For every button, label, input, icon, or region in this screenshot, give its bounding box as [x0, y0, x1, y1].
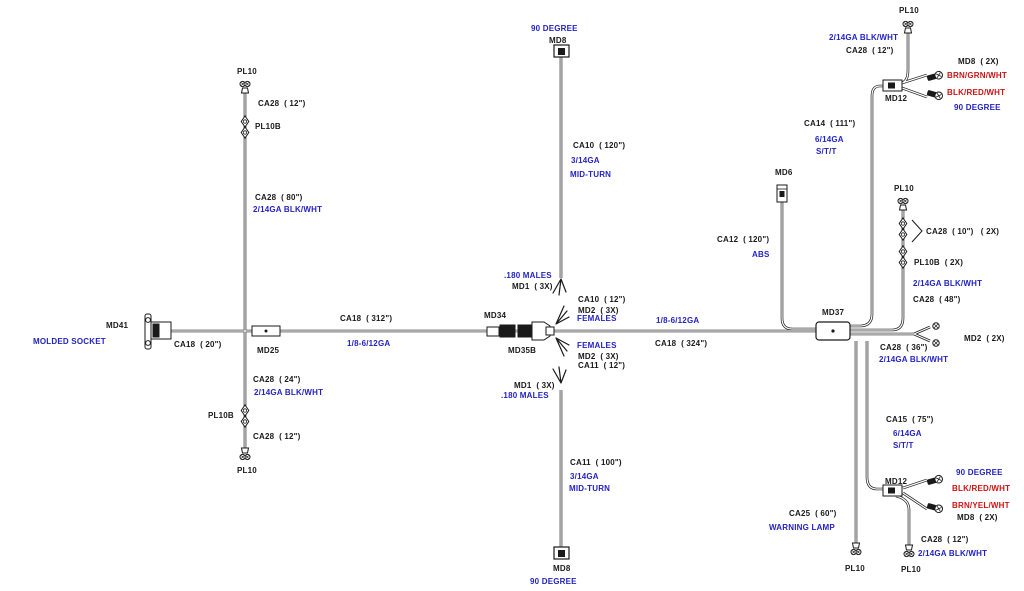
label-ca28-36: CA28 ( 36") [880, 343, 928, 352]
label-ca15-len: CA15 ( 75") [886, 415, 934, 424]
label-fem-b: FEMALES [577, 341, 617, 350]
label-ca28-80: CA28 ( 80") [255, 193, 303, 202]
md34-md35b-connector-icon [486, 321, 555, 341]
label-ca18-324: CA18 ( 324") [655, 339, 708, 348]
label-ca28-10-2x: CA28 ( 10") ( 2X) [926, 227, 1000, 236]
md8-top-plug-icon [553, 44, 570, 58]
md37-junction-icon [815, 321, 851, 341]
label-md12-br: MD12 [885, 477, 908, 486]
grouping-bracket [911, 219, 923, 243]
label-deg-br: 90 DEGREE [956, 468, 1003, 477]
label-pl10-bl: PL10 [237, 466, 257, 475]
label-ca10-12: CA10 ( 12") [578, 295, 626, 304]
label-md8-b: MD8 [553, 564, 571, 573]
label-ca10-ga: 3/14GA [571, 156, 600, 165]
label-ga-tl: 2/14GA BLK/WHT [253, 205, 323, 214]
label-pl10b-tl: PL10B [255, 122, 281, 131]
label-md12-tr: MD12 [885, 94, 908, 103]
label-pl10-tr: PL10 [899, 6, 919, 15]
label-ca15-ga: 6/14GA [893, 429, 922, 438]
ring-terminal-icon [932, 322, 940, 347]
label-blk-red-tr: BLK/RED/WHT [947, 88, 1006, 97]
label-ca28-bl12: CA28 ( 12") [253, 432, 301, 441]
label-ga-r48: 2/14GA BLK/WHT [913, 279, 983, 288]
label-ca28-tr: CA28 ( 12") [846, 46, 894, 55]
label-ca14-stt: S/T/T [816, 147, 837, 156]
label-molded-socket: MOLDED SOCKET [33, 337, 106, 346]
fork-breakout-icon [552, 278, 570, 384]
md12-top-connector-icon [882, 79, 903, 92]
label-ca11-12: CA11 ( 12") [578, 361, 626, 370]
label-ca18-20: CA18 ( 20") [174, 340, 222, 349]
label-ca28-br12: CA28 ( 12") [921, 535, 969, 544]
label-ca28-24: CA28 ( 24") [253, 375, 301, 384]
label-blk-red-br: BLK/RED/WHT [952, 484, 1011, 493]
label-deg-top: 90 DEGREE [531, 24, 578, 33]
label-ca11-use: MID-TURN [569, 484, 611, 493]
label-ga-36: 2/14GA BLK/WHT [879, 355, 949, 364]
label-md8-2x-br: MD8 ( 2X) [957, 513, 998, 522]
label-ca10-len: CA10 ( 120") [573, 141, 626, 150]
md25-connector-icon [251, 325, 281, 337]
label-md37: MD37 [822, 308, 845, 317]
md8-bottom-plug-icon [553, 546, 570, 560]
label-ca25-len: CA25 ( 60") [789, 509, 837, 518]
label-md2-2x: MD2 ( 2X) [964, 334, 1005, 343]
md12-bottom-connector-icon [882, 484, 903, 497]
md6-plug-icon [776, 184, 788, 203]
label-md41: MD41 [106, 321, 129, 330]
label-ca15-stt: S/T/T [893, 441, 914, 450]
label-md1-t: MD1 ( 3X) [512, 282, 553, 291]
label-ca18-312: CA18 ( 312") [340, 314, 393, 323]
label-md8-2x-tr: MD8 ( 2X) [958, 57, 999, 66]
label-abs: ABS [752, 250, 770, 259]
label-brn-yel: BRN/YEL/WHT [952, 501, 1010, 510]
label-males-b: .180 MALES [501, 391, 549, 400]
label-deg-b: 90 DEGREE [530, 577, 577, 586]
label-ca10-use: MID-TURN [570, 170, 612, 179]
label-pl10-br1: PL10 [845, 564, 865, 573]
label-fem-t: FEMALES [577, 314, 617, 323]
label-ga-312: 1/8-6/12GA [347, 339, 391, 348]
label-ca14-len: CA14 ( 111") [804, 119, 856, 128]
label-ga-br: 2/14GA BLK/WHT [918, 549, 988, 558]
label-ca11-ga: 3/14GA [570, 472, 599, 481]
label-pl10-tl: PL10 [237, 67, 257, 76]
label-md34: MD34 [484, 311, 507, 320]
md41-molded-socket-icon [144, 313, 172, 350]
label-md35b: MD35B [508, 346, 537, 355]
label-ga-bl: 2/14GA BLK/WHT [254, 388, 324, 397]
label-ca28-tl12: CA28 ( 12") [258, 99, 306, 108]
label-brn-grn: BRN/GRN/WHT [947, 71, 1007, 80]
label-pl10b-2x: PL10B ( 2X) [914, 258, 964, 267]
label-males-t: .180 MALES [504, 271, 552, 280]
label-ca14-ga: 6/14GA [815, 135, 844, 144]
label-md8-top: MD8 [549, 36, 567, 45]
label-md6: MD6 [775, 168, 793, 177]
label-md2-t: MD2 ( 3X) [578, 306, 619, 315]
label-md2-b: MD2 ( 3X) [578, 352, 619, 361]
label-md25: MD25 [257, 346, 280, 355]
label-deg-tr: 90 DEGREE [954, 103, 1001, 112]
label-ca28-48: CA28 ( 48") [913, 295, 961, 304]
label-md1-b: MD1 ( 3X) [514, 381, 555, 390]
label-ga-tr: 2/14GA BLK/WHT [829, 33, 899, 42]
label-pl10b-bl: PL10B [208, 411, 234, 420]
label-warning: WARNING LAMP [769, 523, 835, 532]
label-ga-324: 1/8-6/12GA [656, 316, 700, 325]
label-ca12-len: CA12 ( 120") [717, 235, 770, 244]
label-pl10-r: PL10 [894, 184, 914, 193]
label-pl10-br2: PL10 [901, 565, 921, 574]
label-ca11-len: CA11 ( 100") [570, 458, 622, 467]
